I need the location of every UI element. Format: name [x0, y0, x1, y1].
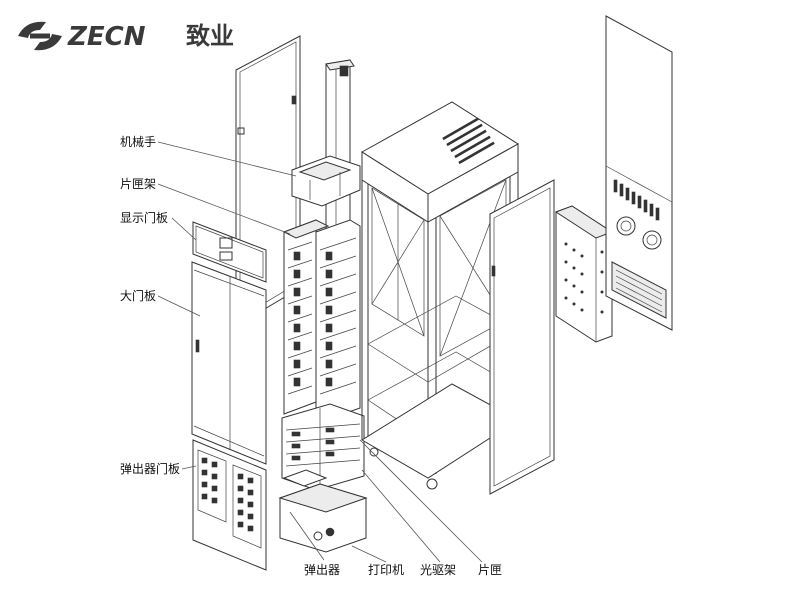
fan-icon-1 — [616, 216, 636, 236]
label-printer: 打印机 — [368, 563, 404, 577]
robot-arm — [291, 59, 361, 233]
leader-lines — [157, 141, 483, 563]
label-drive-rack: 光驱架 — [420, 563, 456, 577]
label-main-door: 大门板 — [120, 288, 156, 303]
fan-icon-2 — [642, 230, 662, 250]
label-ejector: 弹出器 — [304, 563, 340, 577]
back-panel — [605, 15, 673, 331]
label-cartridge-rack: 片匣架 — [120, 177, 156, 191]
rear-door-panel — [489, 179, 555, 495]
ejector-door-panel — [192, 439, 267, 571]
controller-box — [554, 205, 614, 343]
cabinet-frame — [361, 101, 519, 490]
main-door-panel — [191, 261, 267, 465]
label-ejector-door: 弹出器门板 — [120, 461, 180, 476]
printer — [278, 469, 368, 553]
cartridge-rack — [282, 219, 361, 421]
optical-drive-rack — [281, 403, 365, 491]
brand-name: ZECN — [67, 22, 146, 52]
display-door-panel — [192, 221, 267, 283]
zecn-logo-icon — [18, 21, 62, 51]
brand-name-cn: 致业 — [186, 22, 234, 50]
zecn-logo: ZECN 致业 — [18, 21, 234, 52]
label-cartridge: 片匣 — [478, 563, 502, 577]
label-display-door: 显示门板 — [120, 210, 168, 225]
label-robot-arm: 机械手 — [120, 134, 156, 149]
labels: 机械手 片匣架 显示门板 大门板 弹出器门板 弹出器 打印机 光驱架 片匣 — [120, 134, 502, 577]
